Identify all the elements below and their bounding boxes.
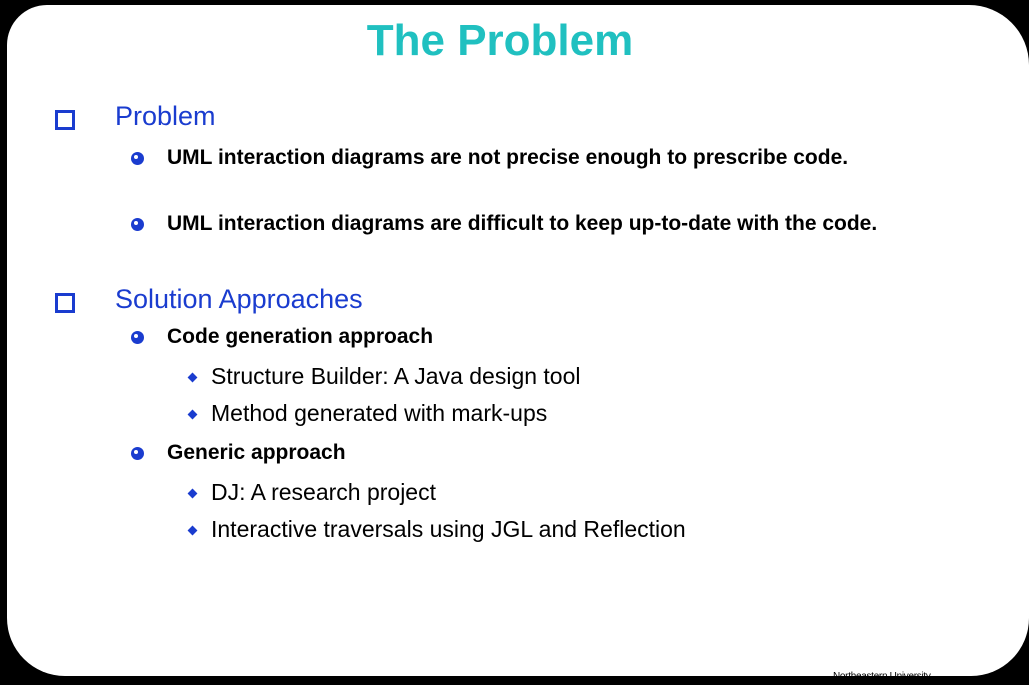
list-item-text: UML interaction diagrams are difficult t…	[167, 212, 878, 235]
sub-list-item-text: Interactive traversals using JGL and Ref…	[211, 516, 686, 542]
sub-list-item-text: Method generated with mark-ups	[211, 400, 548, 426]
hollow-square-bullet-icon	[55, 293, 75, 313]
section-heading: Problem	[115, 101, 216, 131]
sub-list-item-text: Structure Builder: A Java design tool	[211, 363, 581, 389]
slide-panel: The Problem Problem UML interaction diag…	[7, 5, 1029, 676]
circle-bullet-icon	[131, 152, 144, 165]
list-item-text: UML interaction diagrams are not precise…	[167, 146, 849, 169]
diamond-bullet-icon	[187, 525, 198, 536]
slide-title: The Problem	[366, 16, 634, 65]
circle-bullet-icon	[131, 218, 144, 231]
diamond-bullet-icon	[187, 488, 198, 499]
hollow-square-bullet-icon	[55, 110, 75, 130]
footer-organization: Northeastern University	[833, 671, 931, 682]
list-item-text: Code generation approach	[167, 325, 434, 348]
diamond-bullet-icon	[187, 409, 198, 420]
circle-bullet-icon	[131, 331, 144, 344]
sub-list-item-text: DJ: A research project	[211, 479, 436, 505]
list-item-text: Generic approach	[167, 441, 346, 464]
section-heading: Solution Approaches	[115, 284, 363, 314]
circle-bullet-icon	[131, 447, 144, 460]
diamond-bullet-icon	[187, 372, 198, 383]
